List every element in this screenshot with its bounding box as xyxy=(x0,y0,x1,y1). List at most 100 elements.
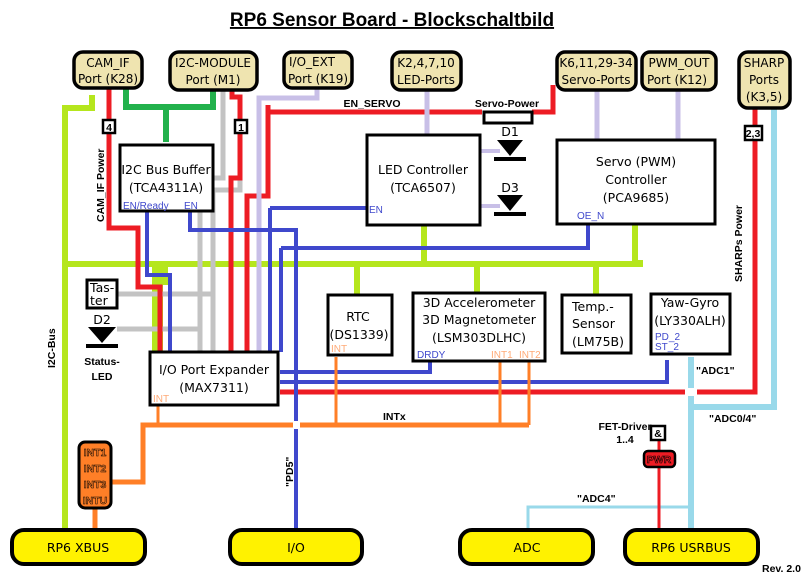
bus-io[interactable]: I/O xyxy=(228,528,364,566)
bus-rp6-xbus[interactable]: RP6 XBUS xyxy=(10,528,147,566)
pd5-label: "PD5" xyxy=(284,457,296,487)
pwr-block: PWR xyxy=(642,449,677,469)
bus-label: RP6 USRBUS xyxy=(651,540,731,555)
bus-label: ADC xyxy=(514,540,541,555)
drdy-wire xyxy=(280,362,432,374)
gray-wire-2 xyxy=(210,180,243,352)
svg-text:INT2: INT2 xyxy=(84,463,107,475)
pin-label: EN xyxy=(369,205,383,216)
pin-label: ST_2 xyxy=(655,342,679,353)
chip-label: (LM75B) xyxy=(572,334,624,349)
chip-accelerometer-magnetometer[interactable]: 3D Accelerometer 3D Magnetometer (LSM303… xyxy=(411,291,547,363)
chip-label: (LY330ALH) xyxy=(654,313,725,328)
bus-rp6-usrbus[interactable]: RP6 USRBUS xyxy=(623,528,760,566)
en-ready-wire xyxy=(145,210,172,352)
pin-label: OE_N xyxy=(577,211,604,222)
bus-adc[interactable]: ADC xyxy=(458,528,595,566)
cam-if-i2c xyxy=(123,85,216,110)
pin-label: INT2 xyxy=(519,350,541,361)
port-label: I2C-MODULE xyxy=(175,56,251,70)
port-label: LED-Ports xyxy=(397,73,455,87)
pin-label: INT xyxy=(153,394,169,405)
taster-button: Tas- ter xyxy=(85,278,119,310)
fet-driver-range: 1..4 xyxy=(616,434,634,446)
port-cam-if[interactable]: CAM_IF Port (K28) xyxy=(72,50,144,90)
port-label: I/O_EXT xyxy=(289,55,336,69)
interrupt-lines-box: INT1 INT2 INT3 INTU xyxy=(77,440,113,510)
chip-i2c-bus-buffer[interactable]: I2C Bus Buffer (TCA4311A) EN/Ready EN xyxy=(118,143,215,213)
svg-text:INT3: INT3 xyxy=(84,479,107,491)
chip-label: (DS1339) xyxy=(329,327,388,342)
adc04-label: "ADC0/4" xyxy=(709,413,756,425)
svg-text:1: 1 xyxy=(238,122,244,134)
chip-label: (MAX7311) xyxy=(179,380,248,395)
svg-text:ter: ter xyxy=(90,293,109,308)
port-led-ports[interactable]: K2,4,7,10 LED-Ports xyxy=(390,50,463,92)
port-label: Ports xyxy=(749,73,779,87)
svg-text:&: & xyxy=(654,428,662,440)
port-label: PWM_OUT xyxy=(648,56,710,70)
intx-bus xyxy=(112,422,529,485)
chip-label: (PCA9685) xyxy=(603,190,669,205)
port-label: (K3,5) xyxy=(746,90,782,104)
port-label: CAM_IF xyxy=(86,56,129,70)
port-m1-power xyxy=(228,85,243,352)
port-label: K6,11,29-34 xyxy=(559,56,632,70)
svg-text:LED: LED xyxy=(92,371,113,383)
chip-rtc[interactable]: RTC (DS1339) INT xyxy=(326,293,394,357)
chip-label: I2C Bus Buffer xyxy=(121,162,211,177)
adc4-wire xyxy=(526,505,691,530)
i2c-bus-horizontal xyxy=(65,260,643,267)
chip-label: I/O Port Expander xyxy=(159,362,270,377)
port-sharp[interactable]: SHARP Ports (K3,5) xyxy=(737,50,792,110)
pin-label: EN/Ready xyxy=(123,201,169,212)
gyro-wire xyxy=(280,360,669,384)
chip-label: Yaw-Gyro xyxy=(660,295,719,310)
diode-d2-status-led: D2 Status- LED xyxy=(84,312,120,383)
bus-label: RP6 XBUS xyxy=(47,540,109,555)
port-i2c-module[interactable]: I2C-MODULE Port (M1) xyxy=(168,50,259,92)
pin-label: EN xyxy=(184,201,198,212)
diode-d1: D1 xyxy=(494,124,526,161)
badge-4: 4 xyxy=(101,118,117,135)
chip-led-controller[interactable]: LED Controller (TCA6507) EN xyxy=(365,133,482,227)
chip-yaw-gyro[interactable]: Yaw-Gyro (LY330ALH) PD_2 ST_2 xyxy=(649,292,732,356)
port-label: Port (M1) xyxy=(186,73,241,87)
svg-text:Status-: Status- xyxy=(84,356,120,368)
chip-temp-sensor[interactable]: Temp.- Sensor (LM75B) xyxy=(560,293,633,355)
servo-oe-h xyxy=(281,225,590,250)
cam-if-power-label: CAM_IF Power xyxy=(95,148,107,222)
en-servo-label: EN_SERVO xyxy=(344,98,401,110)
port-io-ext[interactable]: I/O_EXT Port (K19) xyxy=(282,50,354,90)
pin-label: INT xyxy=(331,344,347,355)
pin-label: DRDY xyxy=(417,350,446,361)
chip-label: 3D Magnetometer xyxy=(422,312,537,327)
i2c-bus-label: I2C-Bus xyxy=(46,328,58,368)
sharp-adc xyxy=(691,100,777,410)
diode-d3: D3 xyxy=(494,180,526,216)
servo-power-resistor xyxy=(482,110,534,125)
fet-driver-label: FET-Driver xyxy=(598,421,651,433)
port-label: Port (K28) xyxy=(78,72,138,86)
svg-text:D2: D2 xyxy=(93,312,111,327)
bus-label: I/O xyxy=(287,540,305,555)
port-label: SHARP xyxy=(744,56,784,70)
svg-text:INT1: INT1 xyxy=(84,447,107,459)
port-servo-ports[interactable]: K6,11,29-34 Servo-Ports xyxy=(555,50,638,92)
servo-power-right xyxy=(532,85,556,115)
chip-label: LED Controller xyxy=(378,162,469,177)
svg-text:INTU: INTU xyxy=(83,495,108,507)
port-label: K2,4,7,10 xyxy=(397,56,455,70)
chip-io-port-expander[interactable]: I/O Port Expander (MAX7311) INT xyxy=(148,350,280,407)
port-label: Port (K12) xyxy=(647,73,707,87)
adc1-label: "ADC1" xyxy=(696,365,735,377)
chip-label: (TCA6507) xyxy=(390,180,456,195)
pin-label: INT1 xyxy=(491,350,513,361)
revision-label: Rev. 2.0 xyxy=(762,563,801,575)
chip-label: (TCA4311A) xyxy=(129,180,203,195)
port-pwm-out[interactable]: PWM_OUT Port (K12) xyxy=(640,50,718,92)
port-label: Port (K19) xyxy=(288,72,348,86)
chip-label: Servo (PWM) xyxy=(596,154,676,169)
wire-crossings xyxy=(293,388,697,530)
chip-servo-controller[interactable]: Servo (PWM) Controller (PCA9685) OE_N xyxy=(555,138,717,226)
